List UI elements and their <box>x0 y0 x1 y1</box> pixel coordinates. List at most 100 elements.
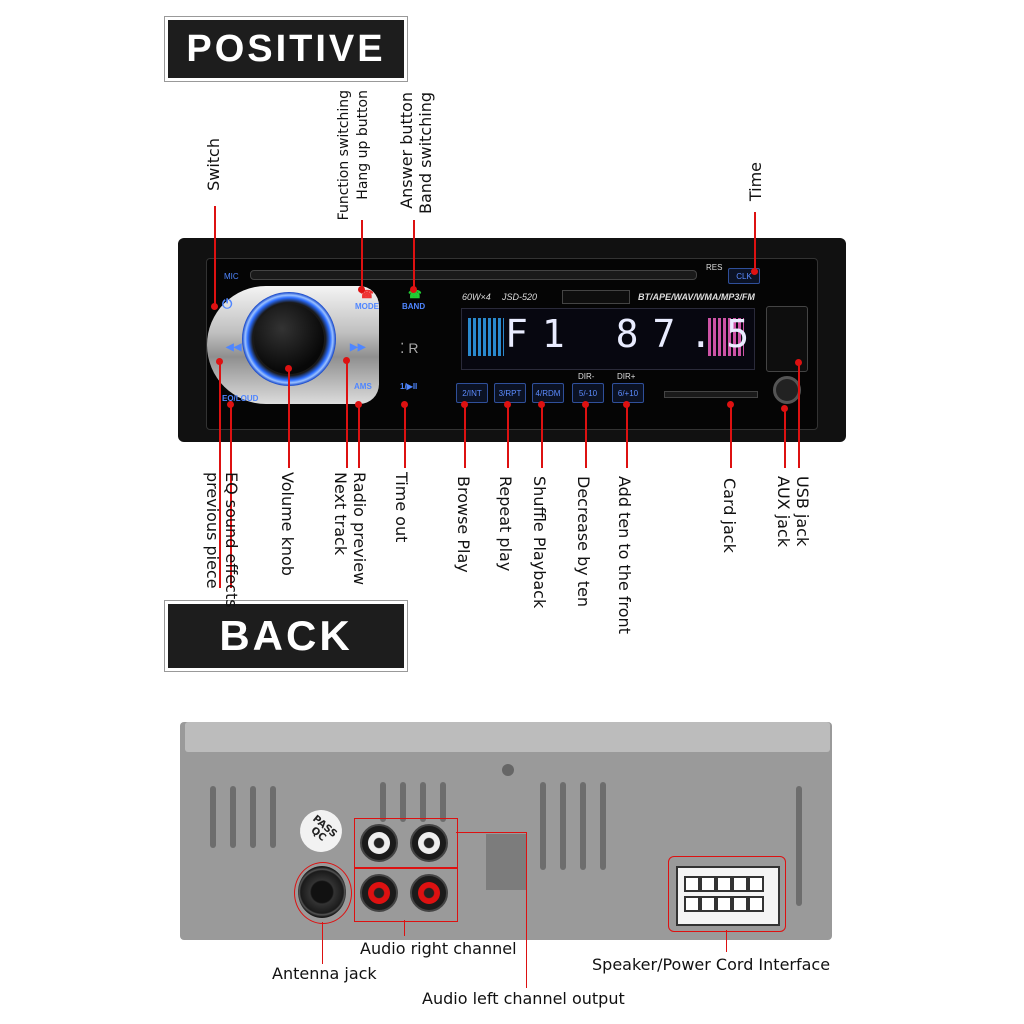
leader-add-ten <box>626 404 628 468</box>
label-hangup-line1: Hang up button <box>355 90 371 200</box>
leader-antenna <box>322 922 323 964</box>
dot-hangup <box>358 286 365 293</box>
label-hangup-line2: Function switching <box>336 90 352 221</box>
vent <box>250 786 256 848</box>
label-radio-line2: Next track <box>331 472 350 556</box>
vent <box>420 782 426 822</box>
prev-track-icon[interactable]: ◀◀ <box>226 342 242 353</box>
leader-audio-left-h <box>456 832 526 833</box>
power-rating: 60W×4 <box>462 292 491 302</box>
rca-jack-red <box>410 874 448 912</box>
back-screw <box>502 764 514 776</box>
label-time: Time <box>746 162 765 202</box>
vent <box>540 782 546 870</box>
label-repeat: Repeat play <box>496 476 515 572</box>
play-pause-button[interactable]: 1/▶II <box>400 382 418 391</box>
dot-card <box>727 401 734 408</box>
heading-back: BACK <box>168 604 404 668</box>
leader-eq-b <box>230 404 232 588</box>
leader-speaker <box>726 930 727 952</box>
outline-connector <box>668 856 786 932</box>
dot-browse <box>461 401 468 408</box>
volume-knob[interactable] <box>254 304 324 374</box>
leader-browse <box>464 404 466 468</box>
spectrum-left <box>468 318 504 356</box>
rca-jack-red <box>360 874 398 912</box>
power-icon[interactable]: ⏻ <box>222 296 233 311</box>
rca-jack-white <box>360 824 398 862</box>
vent <box>440 782 446 822</box>
label-band-line1: Band switching <box>416 92 435 214</box>
card-slot <box>664 391 758 398</box>
bt-window <box>562 290 630 304</box>
heading-positive: POSITIVE <box>168 20 404 78</box>
label-card: Card jack <box>720 478 739 553</box>
vent <box>270 786 276 848</box>
vent <box>230 786 236 848</box>
preset-button-4[interactable]: 4/RDM <box>532 383 564 403</box>
res-label: RES <box>706 263 723 272</box>
label-add-ten: Add ten to the front <box>615 476 634 634</box>
leader-band <box>413 220 415 290</box>
dot-switch <box>211 303 218 310</box>
label-volume: Volume knob <box>278 472 297 576</box>
band-button[interactable]: BAND <box>402 302 426 311</box>
next-track-icon[interactable]: ▶▶ <box>350 342 366 353</box>
leader-aux <box>784 408 786 468</box>
preset-button-5[interactable]: 5/-10 <box>572 383 604 403</box>
preset-button-2[interactable]: 2/INT <box>456 383 488 403</box>
dot-eq-a <box>216 358 223 365</box>
vent <box>796 786 802 906</box>
dot-add-ten <box>623 401 630 408</box>
leader-volume <box>288 368 290 468</box>
preset-button-6[interactable]: 6/+10 <box>612 383 644 403</box>
speaker-power-connector <box>676 866 780 926</box>
back-top-edge <box>185 722 830 752</box>
label-antenna: Antenna jack <box>272 964 377 983</box>
vent <box>560 782 566 870</box>
dot-timeout <box>401 401 408 408</box>
mode-button[interactable]: MODE <box>355 302 379 311</box>
outline-antenna <box>294 862 352 924</box>
leader-card <box>730 404 732 468</box>
outline-audio-right <box>354 818 458 868</box>
spectrum-right <box>708 318 744 356</box>
lcd-text: F1 87.5 <box>505 312 764 356</box>
mic-label: MIC <box>224 272 239 281</box>
dot-aux <box>781 405 788 412</box>
leader-decrease <box>585 404 587 468</box>
preset-button-3[interactable]: 3/RPT <box>494 383 526 403</box>
lcd-display <box>461 308 755 370</box>
vent <box>380 782 386 822</box>
label-usb: USB jack <box>793 476 812 547</box>
leader-audio-left-v <box>526 832 527 988</box>
eq-loud-button[interactable]: EQ/LOUD <box>222 394 259 403</box>
dot-radio-b <box>355 401 362 408</box>
label-speaker: Speaker/Power Cord Interface <box>592 955 831 974</box>
dot-time <box>751 268 758 275</box>
label-timeout: Time out <box>392 472 411 543</box>
leader-radio-a <box>346 360 348 468</box>
outline-audio-left <box>354 868 458 922</box>
leader-shuffle <box>541 404 543 468</box>
dot-usb <box>795 359 802 366</box>
label-audio-left: Audio left channel output <box>422 989 625 1008</box>
label-eq-line2: previous piece <box>203 472 222 589</box>
dot-repeat <box>504 401 511 408</box>
label-audio-right: Audio right channel <box>360 939 517 958</box>
ams-button[interactable]: AMS <box>354 382 372 391</box>
label-radio-line1: Radio preview <box>350 472 369 586</box>
rca-jack-white <box>410 824 448 862</box>
leader-eq-a <box>219 360 221 588</box>
leader-timeout <box>404 404 406 468</box>
label-browse: Browse Play <box>454 476 473 573</box>
dot-band <box>410 286 417 293</box>
label-aux: AUX jack <box>774 476 793 548</box>
bracket-ports <box>486 834 526 890</box>
vent <box>210 786 216 848</box>
label-shuffle: Shuffle Playback <box>530 476 549 609</box>
label-band-line2: Answer button <box>397 92 416 209</box>
leader-usb <box>798 362 800 468</box>
vent <box>580 782 586 870</box>
